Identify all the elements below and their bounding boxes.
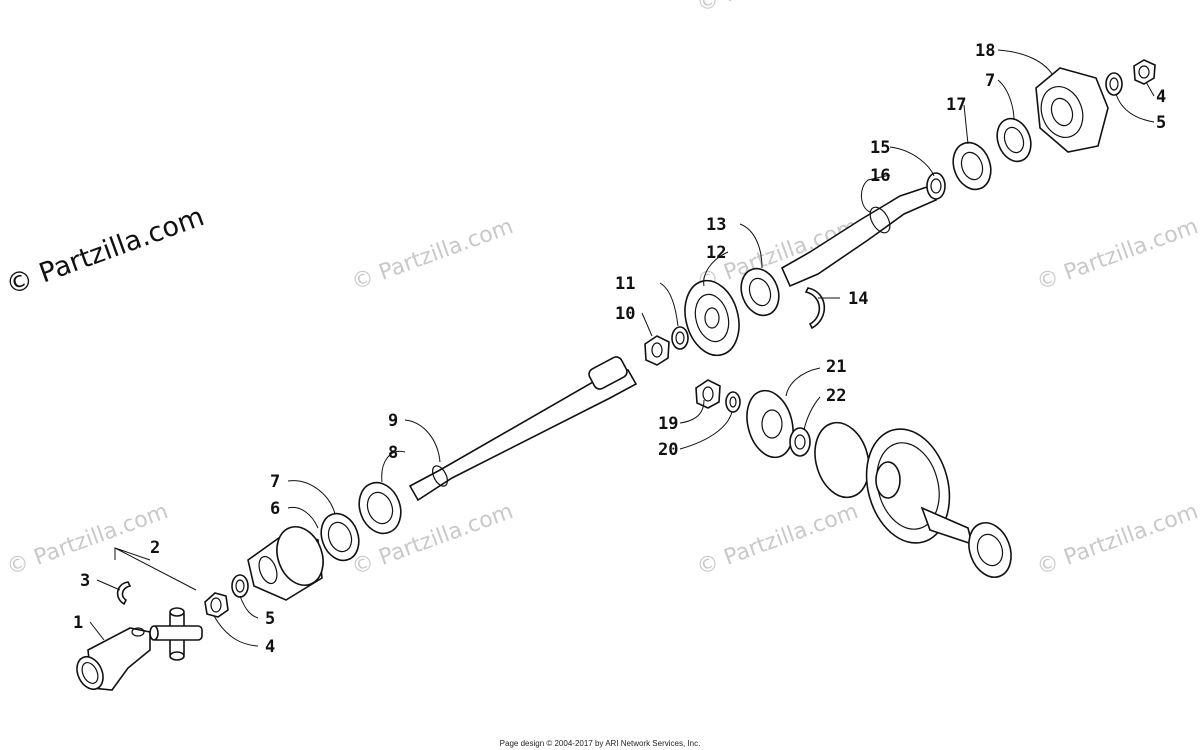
callout-17: 17 — [946, 95, 966, 115]
part-seal-lower — [320, 512, 360, 562]
part-coupler — [247, 526, 324, 601]
part-idler-gear-shaft — [814, 421, 974, 546]
watermark: © Partzilla.com — [694, 0, 862, 18]
part-nut-10 — [644, 335, 670, 366]
leader-lines — [89, 49, 1155, 647]
part-washer-22 — [789, 427, 811, 457]
watermark: © Partzilla.com — [349, 214, 517, 296]
part-hub-flange — [1035, 67, 1109, 153]
callout-5-lower: 5 — [265, 609, 275, 629]
callout-14: 14 — [848, 289, 868, 309]
callout-10: 10 — [615, 304, 635, 324]
part-bevel-gear — [684, 279, 740, 357]
callout-16: 16 — [870, 166, 890, 186]
callout-13: 13 — [706, 215, 726, 235]
part-snap-ring — [804, 287, 826, 330]
part-bearing-17 — [952, 141, 992, 191]
watermark: © Partzilla.com — [1034, 214, 1200, 296]
callout-7-upper: 7 — [985, 71, 995, 91]
footer-copyright: Page design © 2004-2017 by ARI Network S… — [499, 739, 701, 748]
part-nut-19 — [695, 379, 721, 409]
part-clip — [116, 581, 132, 606]
watermark: © Partzilla.com — [694, 499, 862, 581]
part-drive-shaft — [408, 356, 638, 502]
callout-19: 19 — [658, 414, 678, 434]
callout-20: 20 — [658, 440, 678, 460]
callout-11: 11 — [615, 274, 635, 294]
callout-22: 22 — [826, 386, 846, 406]
watermark: © Partzilla.com — [4, 499, 172, 581]
watermark: © Partzilla.com — [2, 201, 208, 301]
callout-6: 6 — [270, 499, 280, 519]
callout-18: 18 — [975, 41, 995, 61]
part-gear-21 — [746, 389, 794, 459]
callout-12: 12 — [706, 243, 726, 263]
part-washer-upper — [1105, 72, 1123, 96]
callout-4-upper: 4 — [1156, 87, 1166, 107]
callout-5-upper: 5 — [1156, 113, 1166, 133]
callout-21: 21 — [826, 357, 846, 377]
part-nut-lower — [204, 592, 229, 618]
part-washer-11 — [671, 326, 689, 350]
part-splined-shaft — [780, 185, 938, 288]
callout-15: 15 — [870, 138, 890, 158]
callout-3: 3 — [80, 571, 90, 591]
callout-1: 1 — [73, 613, 83, 633]
part-seal-upper — [996, 117, 1032, 163]
part-bearing-lower — [358, 481, 402, 535]
part-bearing-lower-right — [968, 522, 1012, 578]
part-nut-upper — [1133, 59, 1156, 85]
watermark: © Partzilla.com — [1034, 499, 1200, 581]
part-universal-joint — [149, 607, 203, 661]
part-washer-lower — [231, 574, 249, 598]
part-washer-15 — [926, 172, 946, 200]
callout-9: 9 — [388, 411, 398, 431]
part-washer-20 — [725, 391, 741, 413]
callout-labels: 1 2 3 4 5 6 7 8 9 10 11 12 13 14 15 16 1… — [73, 41, 1166, 657]
callout-8: 8 — [388, 443, 398, 463]
part-yoke — [76, 627, 151, 691]
callout-7-lower: 7 — [270, 472, 280, 492]
callout-4-lower: 4 — [265, 637, 275, 657]
part-bearing-13 — [740, 267, 780, 317]
callout-2: 2 — [150, 538, 160, 558]
